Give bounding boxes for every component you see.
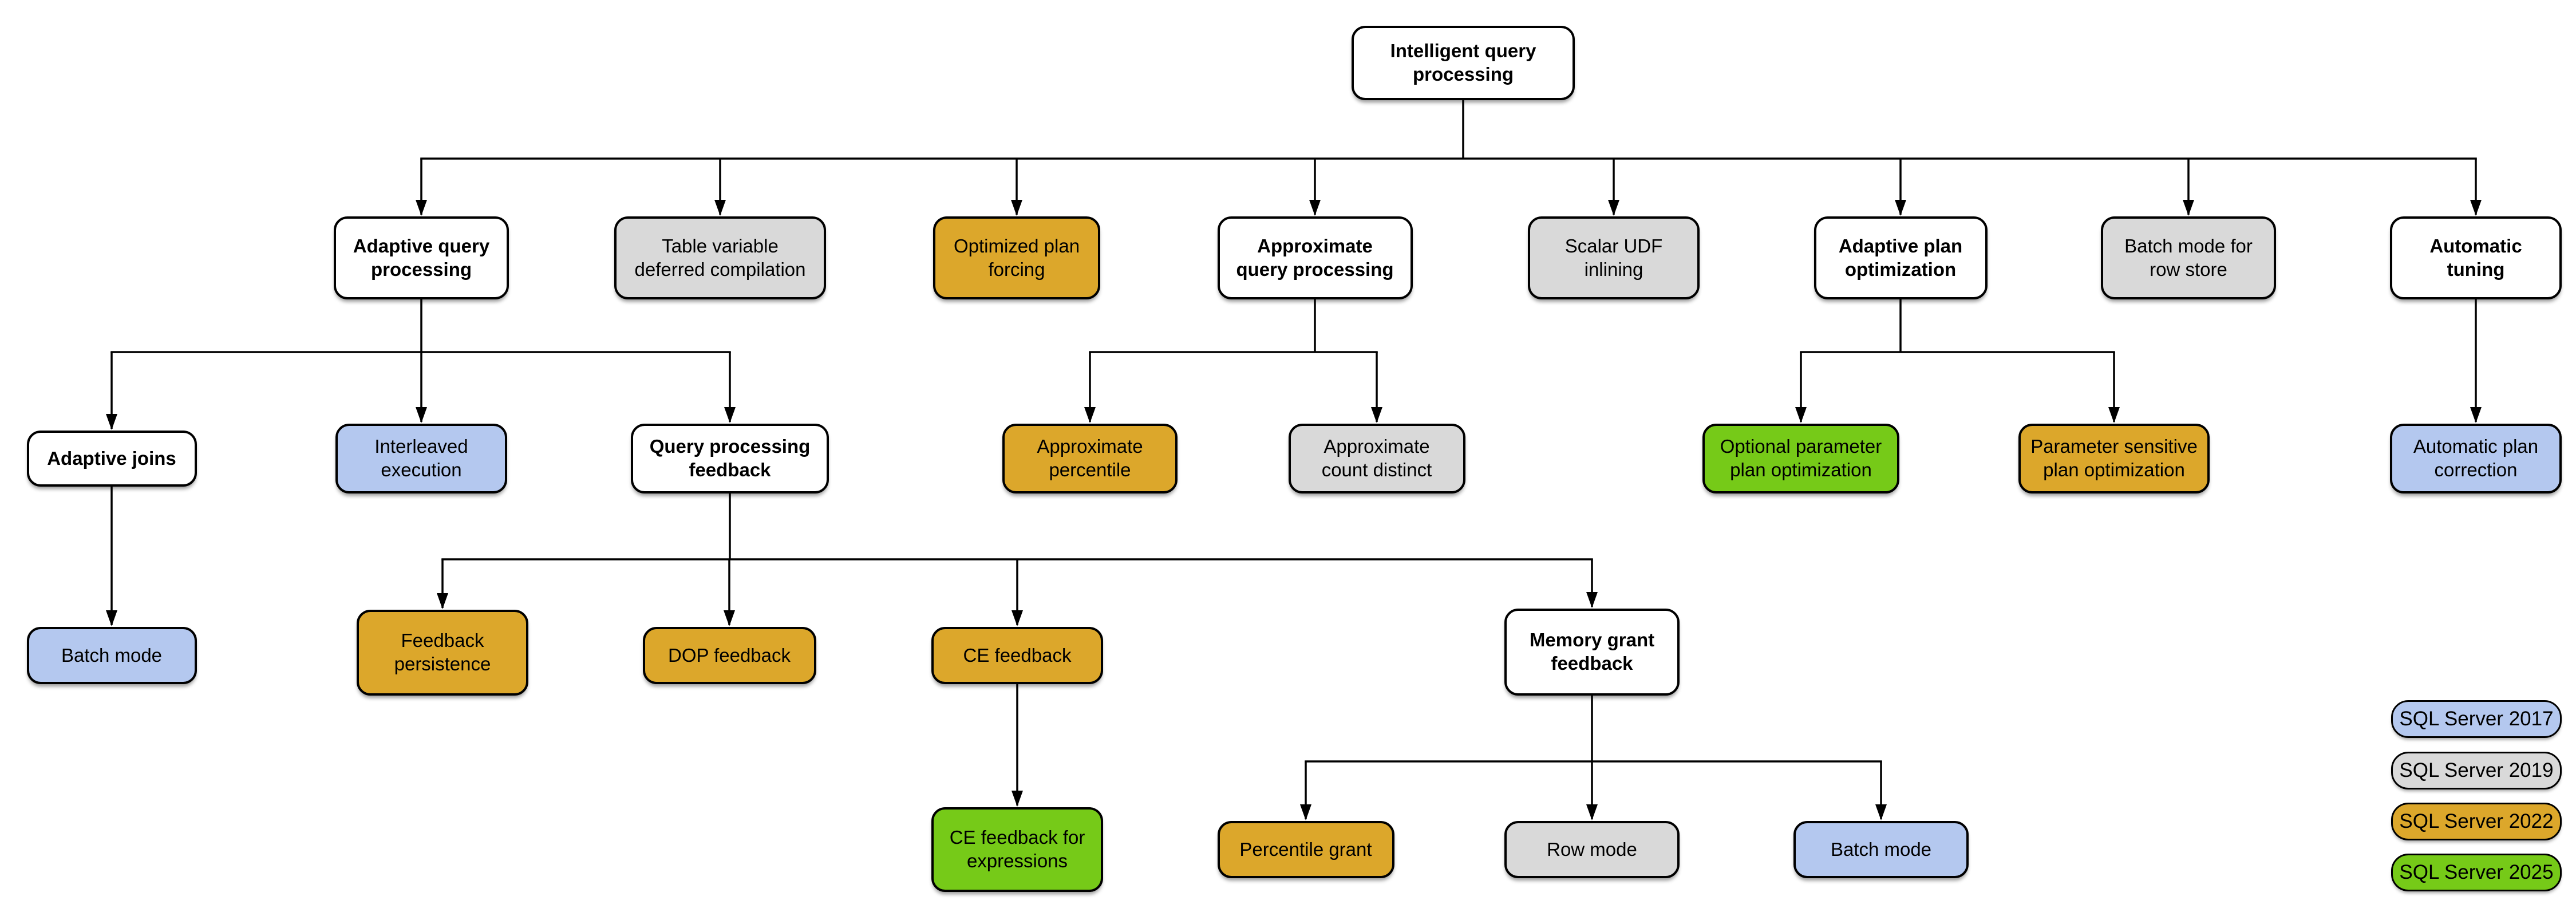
- node-query-processing-feedback: Query processing feedback: [631, 424, 829, 493]
- node-feedback-persistence: Feedback persistence: [357, 610, 528, 696]
- node-ce-feedback: CE feedback: [931, 627, 1103, 684]
- node-automatic-plan-correction: Automatic plan correction: [2390, 424, 2562, 493]
- node-memory-grant-feedback: Memory grant feedback: [1504, 609, 1680, 696]
- node-optional-parameter-plan-optimization: Optional parameter plan optimization: [1702, 424, 1899, 493]
- node-batch-mode: Batch mode: [26, 627, 197, 684]
- node-optimized-plan-forcing: Optimized plan forcing: [933, 216, 1100, 299]
- node-adaptive-query-processing: Adaptive query processing: [334, 216, 509, 299]
- node-scalar-udf-inlining: Scalar UDF inlining: [1528, 216, 1700, 299]
- legend-item-sql-server-2019: SQL Server 2019: [2391, 752, 2562, 789]
- node-approximate-count-distinct: Approximate count distinct: [1288, 424, 1465, 493]
- node-approximate-percentile: Approximate percentile: [1002, 424, 1178, 493]
- node-interleaved-execution: Interleaved execution: [335, 424, 507, 493]
- node-adaptive-joins: Adaptive joins: [26, 431, 197, 487]
- legend-item-sql-server-2025: SQL Server 2025: [2391, 854, 2562, 891]
- node-dop-feedback: DOP feedback: [642, 627, 816, 684]
- node-automatic-tuning: Automatic tuning: [2390, 216, 2562, 299]
- node-approximate-query-processing: Approximate query processing: [1217, 216, 1413, 299]
- node-intelligent-query-processing: Intelligent query processing: [1352, 26, 1575, 100]
- edge-group: [106, 99, 2482, 820]
- node-adaptive-plan-optimization: Adaptive plan optimization: [1814, 216, 1988, 299]
- node-batch-mode-for-row-store: Batch mode for row store: [2101, 216, 2276, 299]
- node-table-variable-deferred-compilation: Table variable deferred compilation: [614, 216, 826, 299]
- node-batch-mode: Batch mode: [1793, 821, 1969, 878]
- node-parameter-sensitive-plan-optimization: Parameter sensitive plan optimization: [2018, 424, 2210, 493]
- node-row-mode: Row mode: [1504, 821, 1680, 878]
- node-ce-feedback-for-expressions: CE feedback for expressions: [931, 807, 1103, 892]
- legend-item-sql-server-2022: SQL Server 2022: [2391, 803, 2562, 840]
- legend-item-sql-server-2017: SQL Server 2017: [2391, 700, 2562, 738]
- node-percentile-grant: Percentile grant: [1217, 821, 1394, 878]
